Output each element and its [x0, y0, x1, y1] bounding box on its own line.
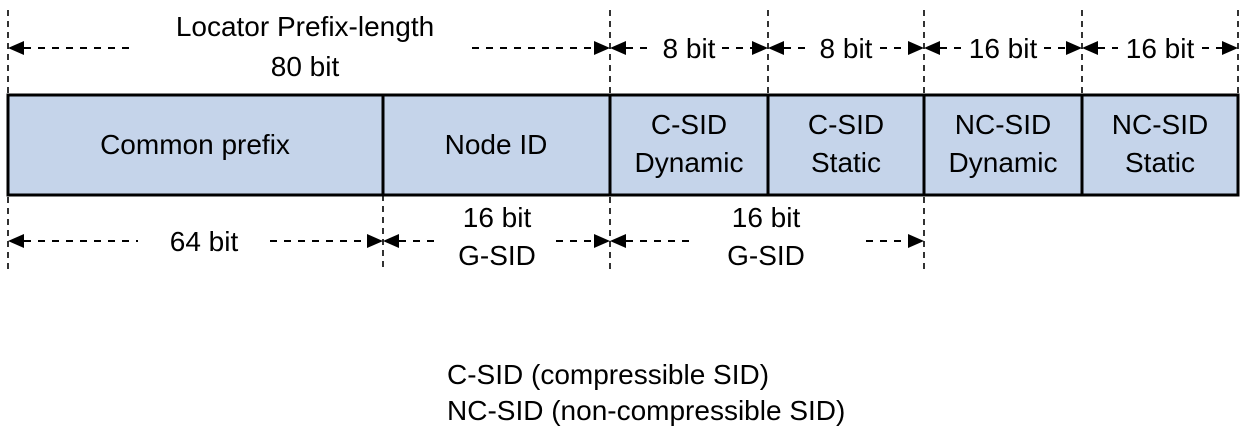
nc-sid-static-span: 16 bit	[1082, 33, 1238, 64]
locator-bits-label: 80 bit	[271, 51, 340, 82]
c-sid-dynamic-span: 8 bit	[610, 33, 768, 64]
field-c-sid-static-line1: C-SID	[808, 109, 884, 140]
c-sid-gsid-span: 16 bit G-SID	[610, 202, 924, 271]
locator-prefix-length-span: Locator Prefix-length 80 bit	[8, 11, 610, 82]
field-nc-sid-static-line1: NC-SID	[1112, 109, 1208, 140]
field-c-sid-static-line2: Static	[811, 147, 881, 178]
node-id-gsid: G-SID	[458, 240, 536, 271]
legend-nc-sid: NC-SID (non-compressible SID)	[447, 395, 845, 426]
field-c-sid-dynamic-line1: C-SID	[651, 109, 727, 140]
sid-field-box	[6, 93, 1240, 197]
nc-sid-dynamic-bits: 16 bit	[969, 33, 1038, 64]
legend: C-SID (compressible SID) NC-SID (non-com…	[447, 359, 845, 426]
field-common-prefix: Common prefix	[100, 129, 290, 160]
c-sid-gsid-label: G-SID	[727, 240, 805, 271]
nc-sid-static-bits: 16 bit	[1126, 33, 1195, 64]
locator-prefix-length-label: Locator Prefix-length	[176, 11, 434, 42]
node-id-span: 16 bit G-SID	[383, 202, 610, 271]
common-prefix-span: 64 bit	[8, 226, 383, 257]
field-nc-sid-static-line2: Static	[1125, 147, 1195, 178]
field-nc-sid-dynamic-line2: Dynamic	[949, 147, 1058, 178]
field-nc-sid-dynamic-line1: NC-SID	[955, 109, 1051, 140]
c-sid-static-span: 8 bit	[768, 33, 924, 64]
legend-c-sid: C-SID (compressible SID)	[447, 359, 769, 390]
common-prefix-bits: 64 bit	[170, 226, 239, 257]
nc-sid-dynamic-span: 16 bit	[924, 33, 1082, 64]
field-c-sid-dynamic-line2: Dynamic	[635, 147, 744, 178]
node-id-bits: 16 bit	[463, 202, 532, 233]
c-sid-gsid-bits: 16 bit	[732, 202, 801, 233]
field-node-id: Node ID	[445, 129, 548, 160]
c-sid-dynamic-bits: 8 bit	[663, 33, 716, 64]
c-sid-static-bits: 8 bit	[820, 33, 873, 64]
